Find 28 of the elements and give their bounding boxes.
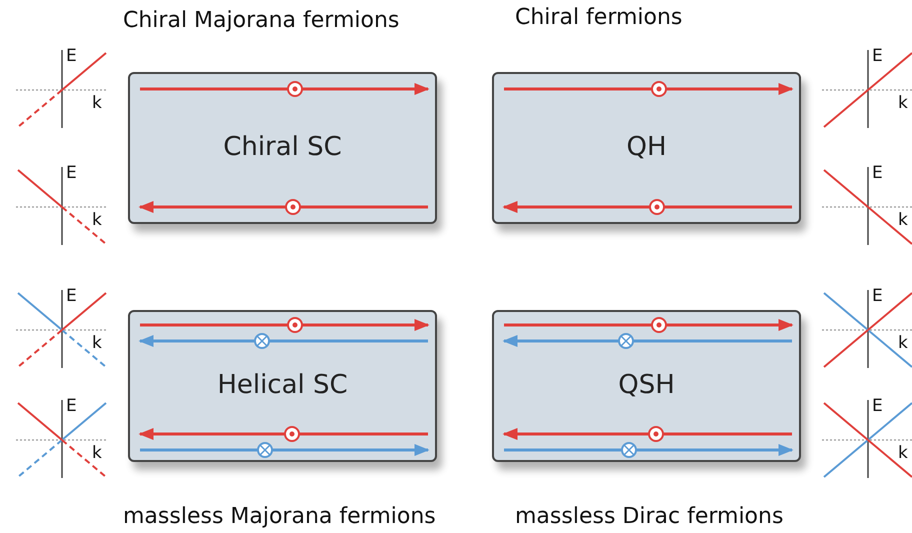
axis-label: k [92,443,102,463]
axis-label: k [898,443,908,463]
axis-label: E [66,46,77,66]
axis-label: k [92,210,102,230]
axis-label: E [872,396,883,416]
axis-label: k [92,333,102,353]
axis-label: E [872,46,883,66]
axis-label: E [66,396,77,416]
axis-label: k [898,210,908,230]
phase-name: QH [625,132,668,162]
axis-label: E [872,163,883,183]
axis-label: k [92,93,102,113]
heading: Chiral Majorana fermions [123,8,400,33]
axis-label: E [66,286,77,306]
axis-label: E [872,286,883,306]
axis-label: E [66,163,77,183]
axis-label: k [898,333,908,353]
axis-label: k [898,93,908,113]
heading: massless Majorana fermions [123,504,436,529]
sample-box [492,72,801,224]
sample-box [128,72,437,224]
sample-box [492,310,801,462]
phase-name: Helical SC [216,370,349,400]
phase-name: Chiral SC [222,132,343,162]
heading: Chiral fermions [515,5,682,30]
heading: massless Dirac fermions [515,504,784,529]
phase-name: QSH [617,370,676,400]
sample-box [128,310,437,462]
